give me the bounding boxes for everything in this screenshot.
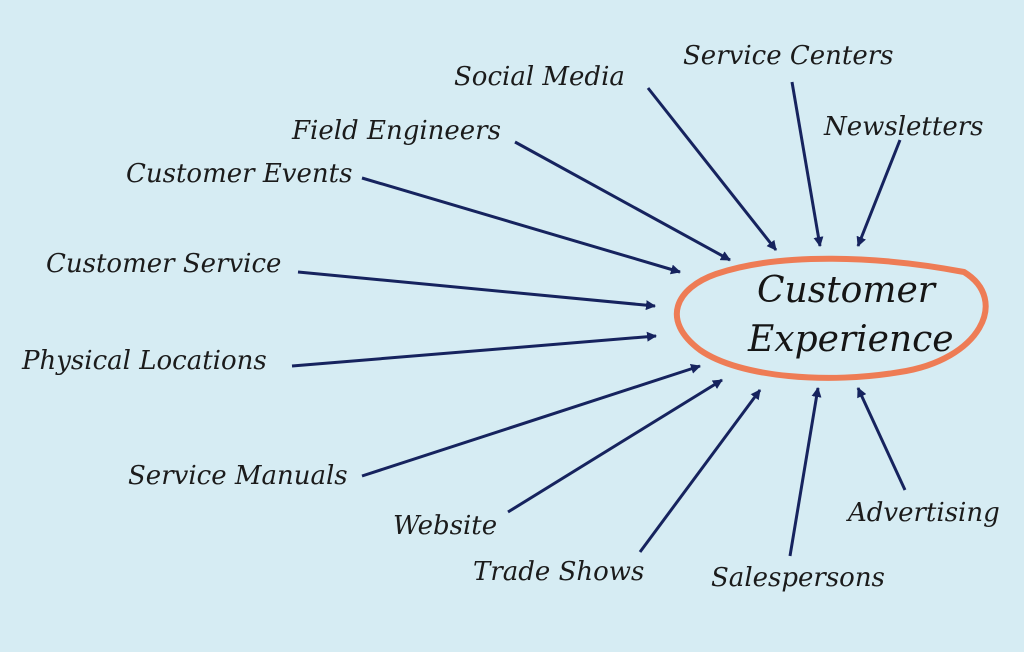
- label-social-media: Social Media: [454, 62, 625, 92]
- label-advertising: Advertising: [848, 498, 1000, 528]
- arrow-service-centers: [790, 81, 824, 247]
- label-customer-service: Customer Service: [46, 249, 282, 279]
- arrow-newsletters: [856, 139, 902, 247]
- arrow-customer-service: [297, 270, 656, 311]
- arrow-physical-locations: [291, 331, 657, 368]
- arrow-service-manuals: [361, 364, 701, 478]
- label-field-engineers: Field Engineers: [292, 116, 501, 146]
- arrow-field-engineers: [514, 140, 731, 262]
- label-trade-shows: Trade Shows: [473, 557, 645, 587]
- arrow-website: [507, 378, 723, 514]
- center-title-line2: Experience: [748, 319, 954, 360]
- arrow-social-media: [646, 87, 778, 251]
- arrow-trade-shows: [638, 389, 762, 553]
- label-website: Website: [393, 511, 498, 541]
- center-title-line1: Customer: [757, 270, 935, 311]
- label-salespersons: Salespersons: [711, 563, 885, 593]
- arrow-salespersons: [788, 387, 822, 557]
- label-service-manuals: Service Manuals: [128, 461, 348, 491]
- label-customer-events: Customer Events: [126, 159, 353, 189]
- label-physical-locations: Physical Locations: [22, 346, 267, 376]
- label-newsletters: Newsletters: [824, 112, 984, 142]
- highlight-ellipse: [673, 255, 989, 381]
- arrow-customer-events: [361, 176, 681, 275]
- arrow-advertising: [856, 387, 907, 491]
- label-service-centers: Service Centers: [683, 41, 894, 71]
